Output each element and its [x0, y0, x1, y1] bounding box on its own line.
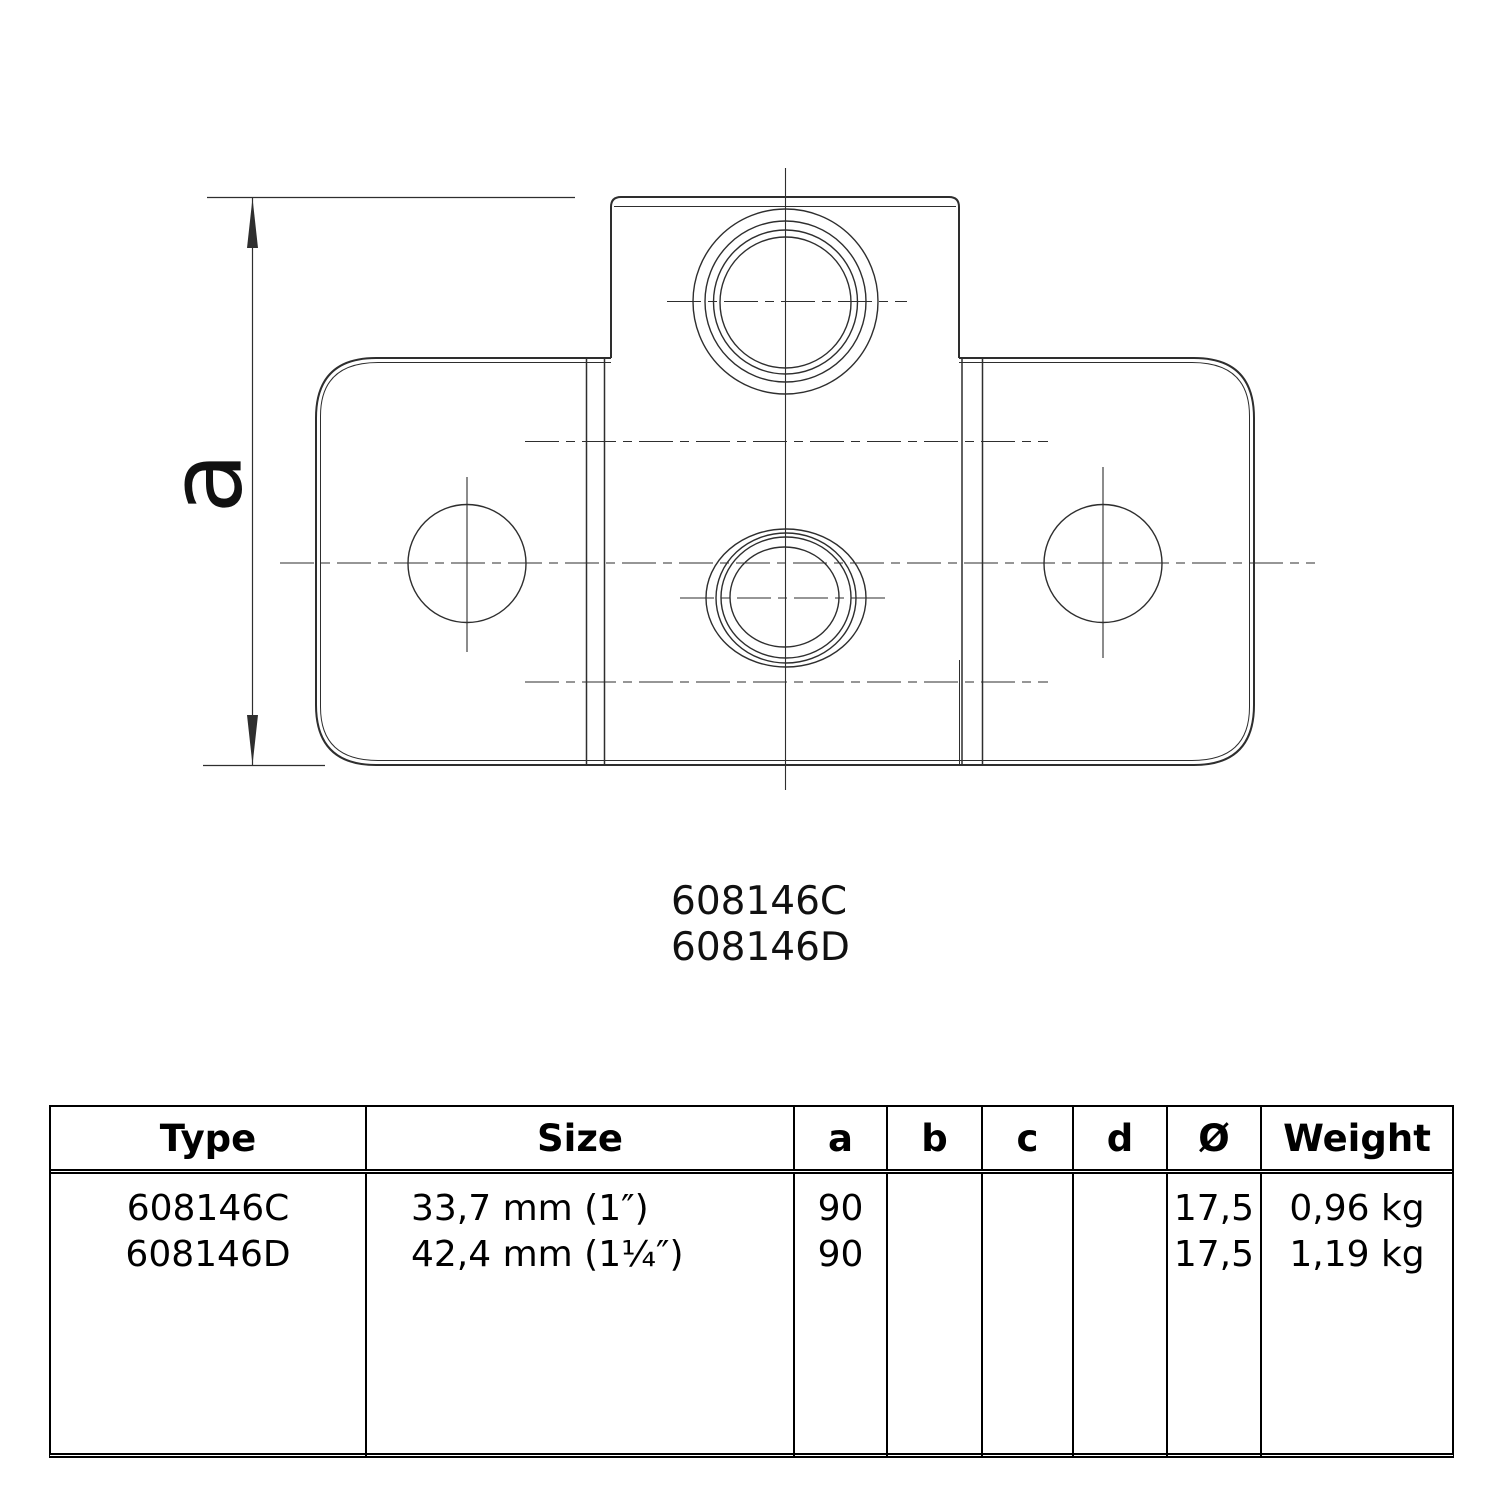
cell-size: 42,4 mm (1¼″): [411, 1234, 684, 1275]
col-diameter-values: 17,5 17,5: [1168, 1174, 1262, 1458]
col-type-values: 608146C 608146D: [51, 1174, 367, 1458]
cell-b: [888, 1186, 981, 1232]
col-header-a: a: [795, 1107, 888, 1169]
table-body: 608146C 608146D 33,7 mm (1″) 42,4 mm (1¼…: [51, 1174, 1452, 1458]
cell-c: [983, 1186, 1072, 1232]
col-d-values: [1074, 1174, 1168, 1458]
cell-size: 33,7 mm (1″): [411, 1188, 649, 1229]
cell-weight: 1,19 kg: [1289, 1234, 1425, 1275]
cell-weight: 0,96 kg: [1289, 1188, 1425, 1229]
col-header-b: b: [888, 1107, 983, 1169]
cell-diameter: 17,5: [1173, 1188, 1254, 1229]
cell-a: 90: [817, 1188, 864, 1229]
col-header-c: c: [983, 1107, 1074, 1169]
col-size-values: 33,7 mm (1″) 42,4 mm (1¼″): [367, 1174, 795, 1458]
col-a-values: 90 90: [795, 1174, 888, 1458]
part-number-list: 608146C 608146D: [671, 879, 850, 971]
spec-table: Type Size a b c d Ø Weight 608146C 60814…: [49, 1105, 1454, 1458]
col-header-d: d: [1074, 1107, 1168, 1169]
arrowhead-up: [247, 198, 258, 248]
drawing-canvas: [203, 168, 1315, 790]
arrowhead-down: [247, 715, 258, 765]
cell-c: [983, 1232, 1072, 1278]
cell-type: 608146D: [125, 1234, 291, 1275]
col-header-type: Type: [51, 1107, 367, 1169]
cell-b: [888, 1232, 981, 1278]
col-header-weight: Weight: [1283, 1116, 1431, 1160]
dim-label-a: a: [148, 452, 265, 514]
cell-d: [1074, 1186, 1166, 1232]
cell-diameter: 17,5: [1173, 1234, 1254, 1275]
part-number: 608146D: [671, 925, 850, 970]
cell-a: 90: [817, 1234, 864, 1275]
col-header-size: Size: [367, 1107, 795, 1169]
cell-d: [1074, 1232, 1166, 1278]
part-number: 608146C: [671, 879, 848, 924]
table-header-row: Type Size a b c d Ø Weight: [51, 1107, 1452, 1174]
technical-drawing: a 608146C 608146D: [148, 168, 1315, 971]
cell-type: 608146C: [126, 1188, 290, 1229]
col-header-diameter: Ø: [1168, 1107, 1262, 1169]
col-b-values: [888, 1174, 983, 1458]
col-weight-values: 0,96 kg 1,19 kg: [1262, 1174, 1452, 1458]
col-c-values: [983, 1174, 1074, 1458]
